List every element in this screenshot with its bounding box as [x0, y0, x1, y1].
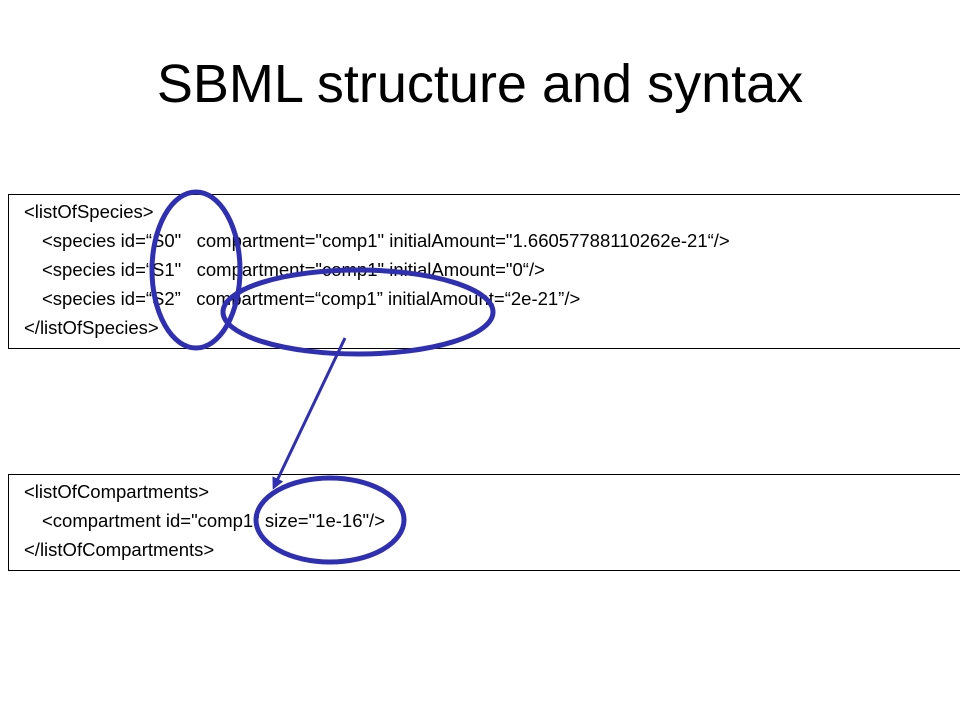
list-of-species-open-tag: <listOfSpecies>: [24, 201, 154, 222]
slide-title: SBML structure and syntax: [156, 54, 804, 114]
species-row-s0: <species id=“S0" compartment="comp1" ini…: [42, 230, 730, 251]
list-of-compartments-open-tag: <listOfCompartments>: [24, 481, 210, 502]
species-id-highlight-ellipse: [149, 189, 243, 351]
compartment-row-comp1: <compartment id="comp1" size="1e-16"/>: [42, 510, 385, 531]
compartments-code-box: [8, 474, 960, 571]
list-of-compartments-close-tag: </listOfCompartments>: [24, 539, 215, 560]
compartment-id-highlight-ellipse: [253, 475, 407, 565]
list-of-species-close-tag: </listOfSpecies>: [24, 317, 159, 338]
reference-arrow: [272, 337, 347, 490]
species-code-box: [8, 194, 960, 349]
compartment-ref-highlight-ellipse: [220, 267, 496, 357]
